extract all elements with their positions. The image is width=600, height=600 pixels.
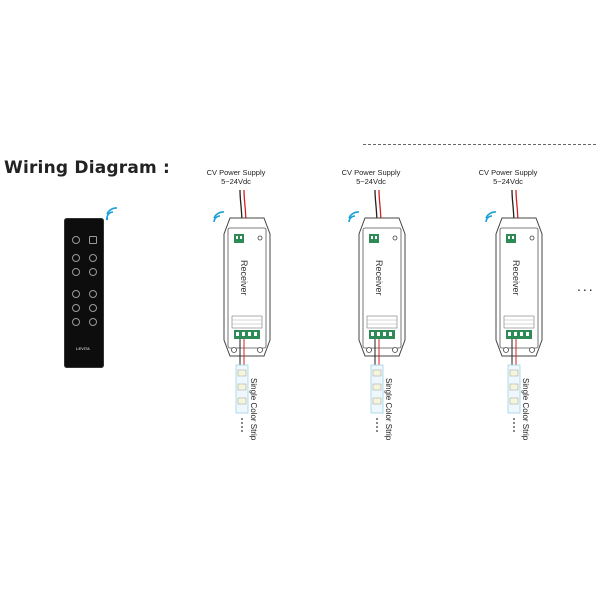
receiver-unit: Receiver <box>213 190 271 432</box>
output-label-box <box>366 315 398 329</box>
continuation-ellipsis: ... <box>577 278 595 294</box>
output-terminal <box>369 330 395 339</box>
receiver-led <box>257 235 263 241</box>
receiver-label: Receiver <box>374 260 384 296</box>
remote-button-scene1 <box>72 304 80 312</box>
output-terminal <box>506 330 532 339</box>
remote-control: LEVITA <box>64 218 104 368</box>
receiver-led <box>529 235 535 241</box>
receiver-label: Receiver <box>511 260 521 296</box>
strip-label: Single Color Strip <box>521 378 530 441</box>
remote-button-zone2 <box>89 254 97 262</box>
remote-button-bright-up <box>72 290 80 298</box>
remote-button-scene3 <box>72 318 80 326</box>
wifi-icon <box>348 211 360 223</box>
remote-button-off <box>89 236 97 244</box>
mount-hole-left <box>503 347 509 353</box>
remote-button-power <box>72 236 80 244</box>
remote-button-zone1 <box>72 254 80 262</box>
input-terminal <box>369 234 379 243</box>
remote-button-scene4 <box>89 318 97 326</box>
output-label-box <box>503 315 535 329</box>
diagram-title: Wiring Diagram : <box>4 158 171 178</box>
mount-hole-left <box>231 347 237 353</box>
output-wires <box>374 339 380 365</box>
output-wires <box>511 339 517 365</box>
receiver-unit: Receiver <box>485 190 543 432</box>
power-supply-name: CV Power Supply <box>478 168 538 177</box>
remote-wifi-icon <box>105 207 118 221</box>
receiver-unit: Receiver <box>348 190 406 432</box>
remote-button-scene2 <box>89 304 97 312</box>
mount-hole-right <box>392 347 398 353</box>
input-terminal <box>506 234 516 243</box>
receiver-led <box>392 235 398 241</box>
power-supply-voltage: 5~24Vdc <box>221 177 251 186</box>
remote-button-zone4 <box>89 268 97 276</box>
output-label-box <box>231 315 263 329</box>
strip-label: Single Color Strip <box>384 378 393 441</box>
wifi-icon <box>485 211 497 223</box>
remote-button-bright-down <box>89 290 97 298</box>
power-supply-voltage: 5~24Vdc <box>493 177 523 186</box>
wifi-icon <box>213 211 225 223</box>
remote-brand: LEVITA <box>76 346 90 351</box>
mount-hole-right <box>529 347 535 353</box>
input-terminal <box>234 234 244 243</box>
output-terminal <box>234 330 260 339</box>
power-supply-voltage: 5~24Vdc <box>356 177 386 186</box>
led-strip <box>370 364 384 432</box>
mount-hole-left <box>366 347 372 353</box>
power-supply-name: CV Power Supply <box>341 168 401 177</box>
mount-hole-right <box>257 347 263 353</box>
output-wires <box>239 339 245 365</box>
receiver-label: Receiver <box>239 260 249 296</box>
led-strip <box>507 364 521 432</box>
strip-label: Single Color Strip <box>249 378 258 441</box>
led-strip <box>235 364 249 432</box>
top-dashed-line <box>363 144 596 145</box>
power-supply-name: CV Power Supply <box>206 168 266 177</box>
remote-button-zone3 <box>72 268 80 276</box>
